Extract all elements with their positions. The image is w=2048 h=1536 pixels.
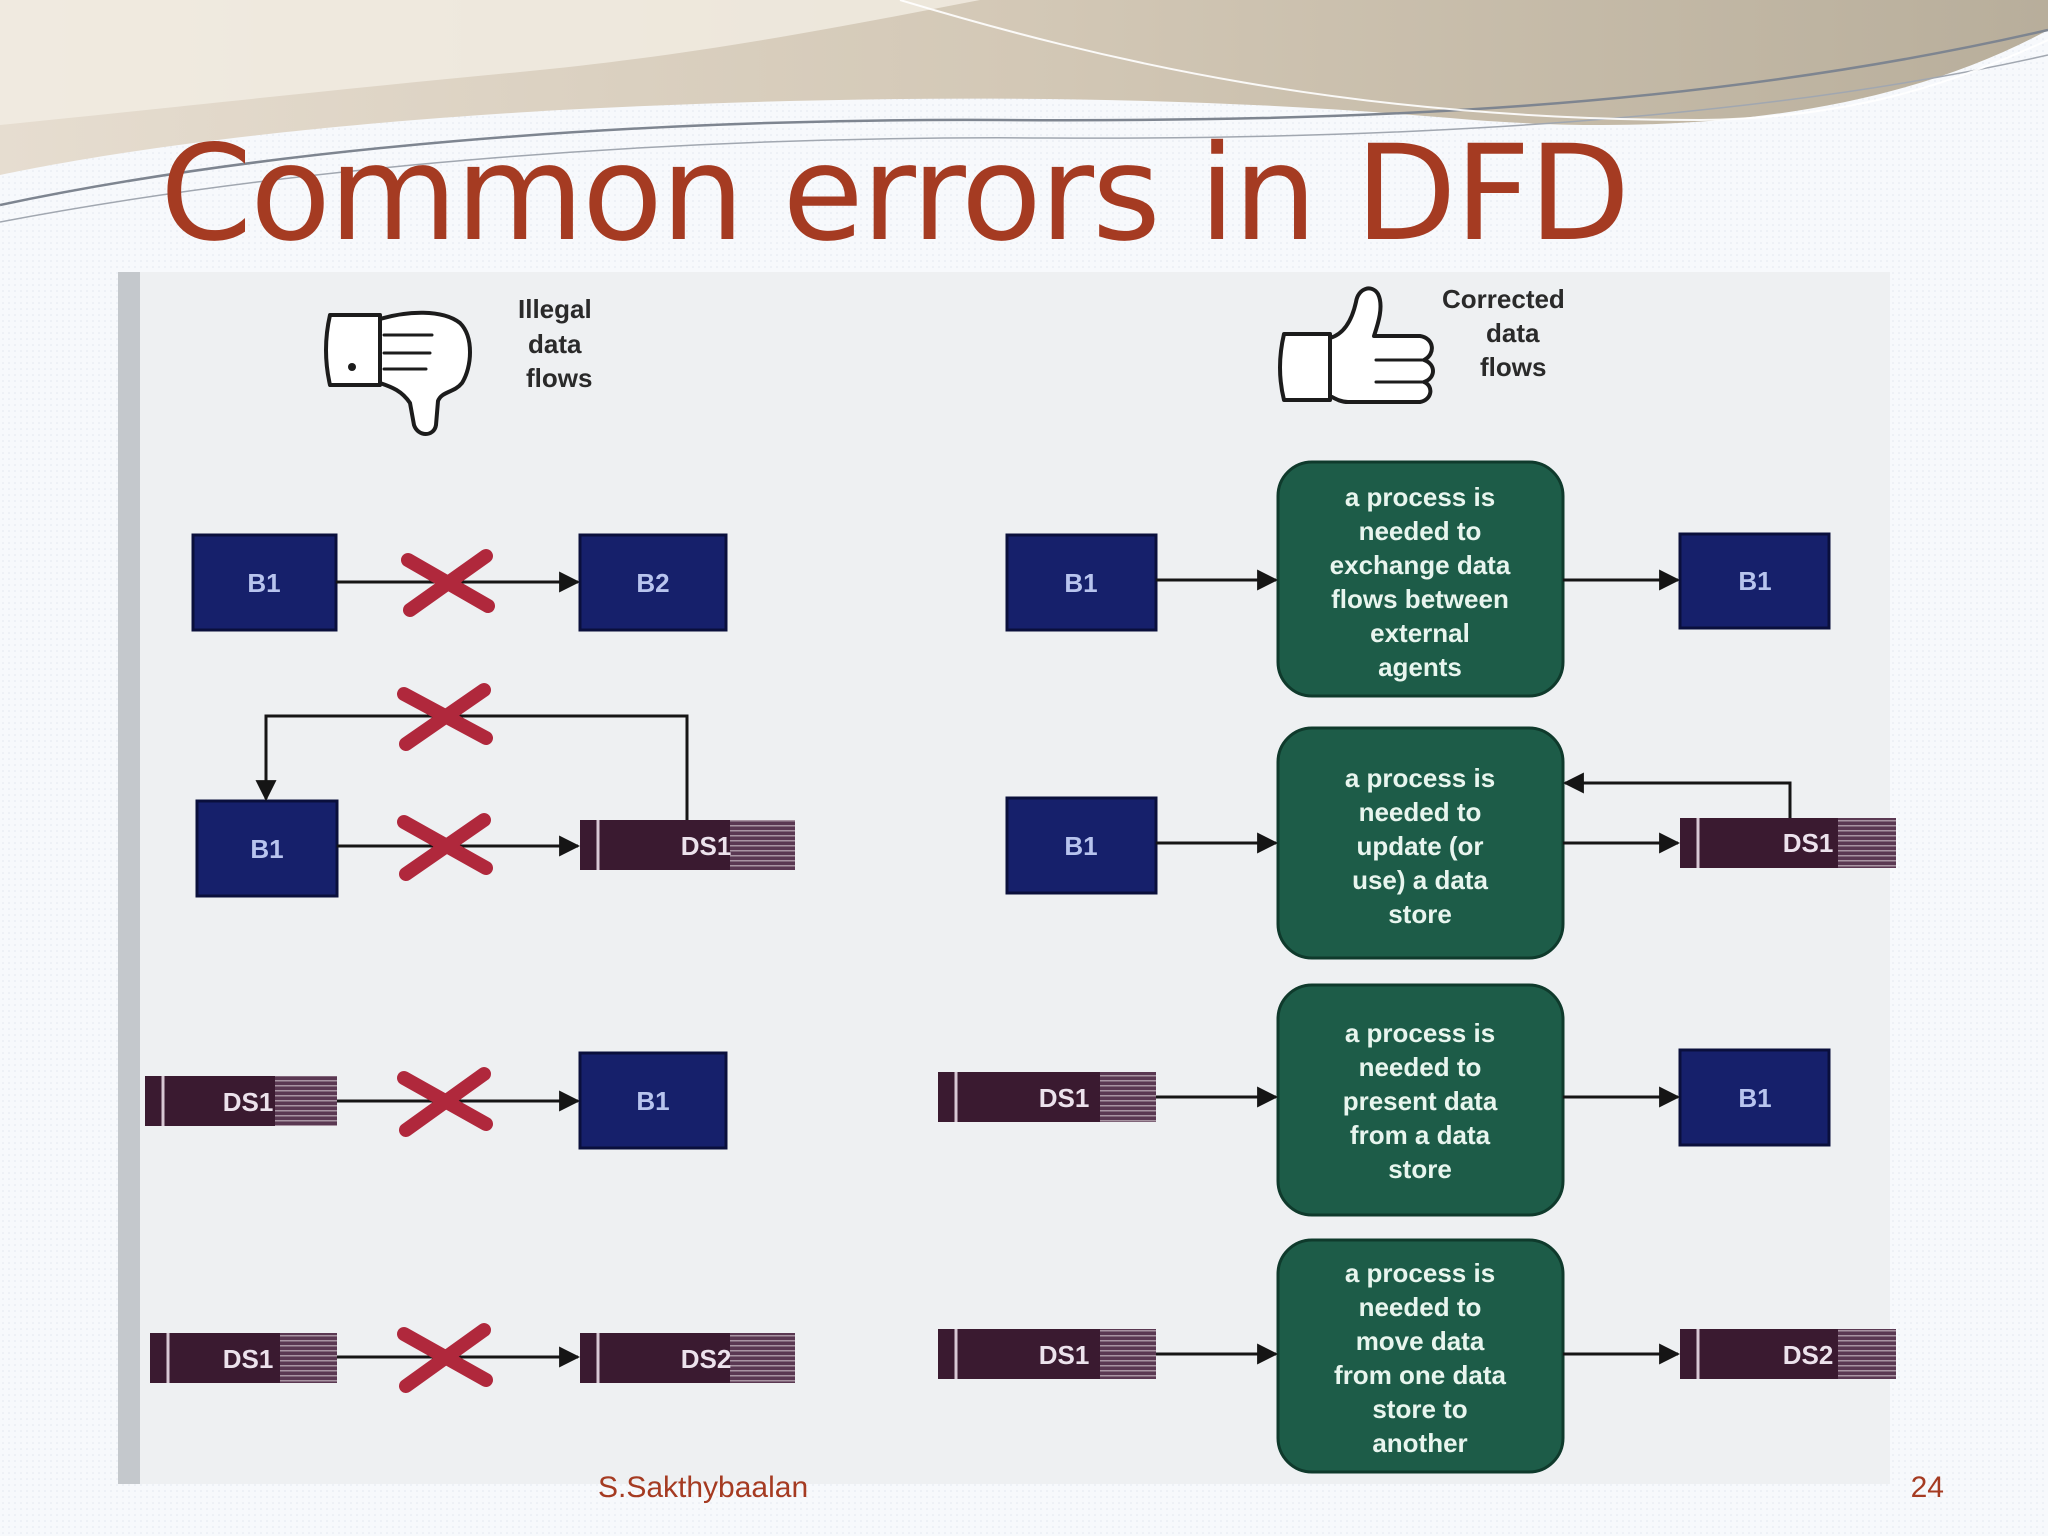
external-agent-box	[1005, 796, 1158, 895]
flow-arrow	[255, 714, 689, 820]
cross-icon	[397, 683, 493, 881]
data-store-box	[580, 1333, 795, 1383]
data-store-box	[938, 1329, 1156, 1379]
process-text: needed to	[1359, 1052, 1482, 1082]
process-text: from one data	[1334, 1360, 1506, 1390]
illegal-flow-row: DS1 DS2	[150, 1323, 795, 1393]
process-text: update (or	[1356, 831, 1483, 861]
corrected-header-line: Corrected	[1442, 284, 1565, 314]
process-text: store	[1388, 1154, 1452, 1184]
process-text: a process is	[1345, 1258, 1495, 1288]
illegal-flow-row: DS1 B1	[145, 1051, 728, 1150]
external-agent-box	[1005, 533, 1158, 632]
process-text: present data	[1343, 1086, 1498, 1116]
external-agent-label: B1	[1738, 1083, 1771, 1113]
data-store-box	[938, 1072, 1156, 1122]
process-text: use) a data	[1352, 865, 1488, 895]
process-text: from a data	[1350, 1120, 1491, 1150]
external-agent-label: B1	[1738, 566, 1771, 596]
thumbs-up-icon	[1278, 286, 1435, 404]
corrected-header-line: flows	[1480, 352, 1546, 382]
external-agent-label: B1	[1064, 568, 1097, 598]
illegal-header: Illegal data flows	[324, 294, 592, 436]
external-agent-box	[578, 1051, 728, 1150]
external-agent-label: B1	[1064, 831, 1097, 861]
external-agent-label: B2	[636, 568, 669, 598]
process-text: another	[1372, 1428, 1467, 1458]
data-store-label: DS1	[681, 831, 732, 861]
process-text: agents	[1378, 652, 1462, 682]
data-store-label: DS1	[223, 1344, 274, 1374]
illegal-header-line: Illegal	[518, 294, 592, 324]
data-store-label: DS1	[1039, 1340, 1090, 1370]
illegal-header-line: data	[528, 329, 582, 359]
process-text: needed to	[1359, 1292, 1482, 1322]
process-text: move data	[1356, 1326, 1485, 1356]
data-store-label: DS1	[1039, 1083, 1090, 1113]
data-store-label: DS1	[1783, 828, 1834, 858]
external-agent-box	[1678, 532, 1831, 630]
data-store-label: DS2	[1783, 1340, 1834, 1370]
data-store-box	[1680, 818, 1896, 868]
cross-icon	[397, 1067, 493, 1137]
process-text: external	[1370, 618, 1470, 648]
data-store-box	[1680, 1329, 1896, 1379]
corrected-header-line: data	[1486, 318, 1540, 348]
process-text: a process is	[1345, 763, 1495, 793]
diagram-panel	[118, 272, 1890, 1484]
process-text: a process is	[1345, 1018, 1495, 1048]
thumbs-down-icon	[324, 310, 472, 436]
corrected-flow-row: B1 a process is needed to exchange data …	[1005, 460, 1831, 698]
process-text: needed to	[1359, 797, 1482, 827]
external-agent-label: B1	[247, 568, 280, 598]
process-text: store	[1388, 899, 1452, 929]
cross-icon	[401, 549, 495, 617]
flow-arrow	[1562, 772, 1792, 818]
slide-title: Common errors in DFD	[160, 117, 1630, 271]
data-store-label: DS1	[223, 1087, 274, 1117]
external-agent-box	[191, 533, 338, 632]
corrected-flow-row: DS1 a process is needed to move data fro…	[938, 1238, 1896, 1474]
corrected-flow-row: B1 a process is needed to update (or use…	[1005, 726, 1896, 960]
corrected-flow-row: DS1 a process is needed to present data …	[938, 983, 1831, 1217]
data-store-box	[145, 1076, 337, 1126]
footer-author: S.Sakthybaalan	[598, 1471, 809, 1504]
illegal-header-line: flows	[526, 363, 592, 393]
process-text: flows between	[1331, 584, 1509, 614]
data-store-box	[580, 820, 795, 870]
external-agent-box	[1678, 1048, 1831, 1147]
corrected-header: Corrected data flows	[1278, 284, 1565, 404]
external-agent-label: B1	[250, 834, 283, 864]
data-store-box	[150, 1333, 337, 1383]
illegal-flow-row: B1 DS1	[195, 683, 795, 898]
data-store-label: DS2	[681, 1344, 732, 1374]
illegal-flow-row: B1 B2	[191, 533, 728, 632]
process-text: store to	[1372, 1394, 1467, 1424]
external-agent-label: B1	[636, 1086, 669, 1116]
process-text: a process is	[1345, 482, 1495, 512]
cross-icon	[397, 1323, 493, 1393]
page-number: 24	[1910, 1471, 1944, 1504]
external-agent-box	[195, 799, 339, 898]
process-text: exchange data	[1330, 550, 1511, 580]
process-text: needed to	[1359, 516, 1482, 546]
